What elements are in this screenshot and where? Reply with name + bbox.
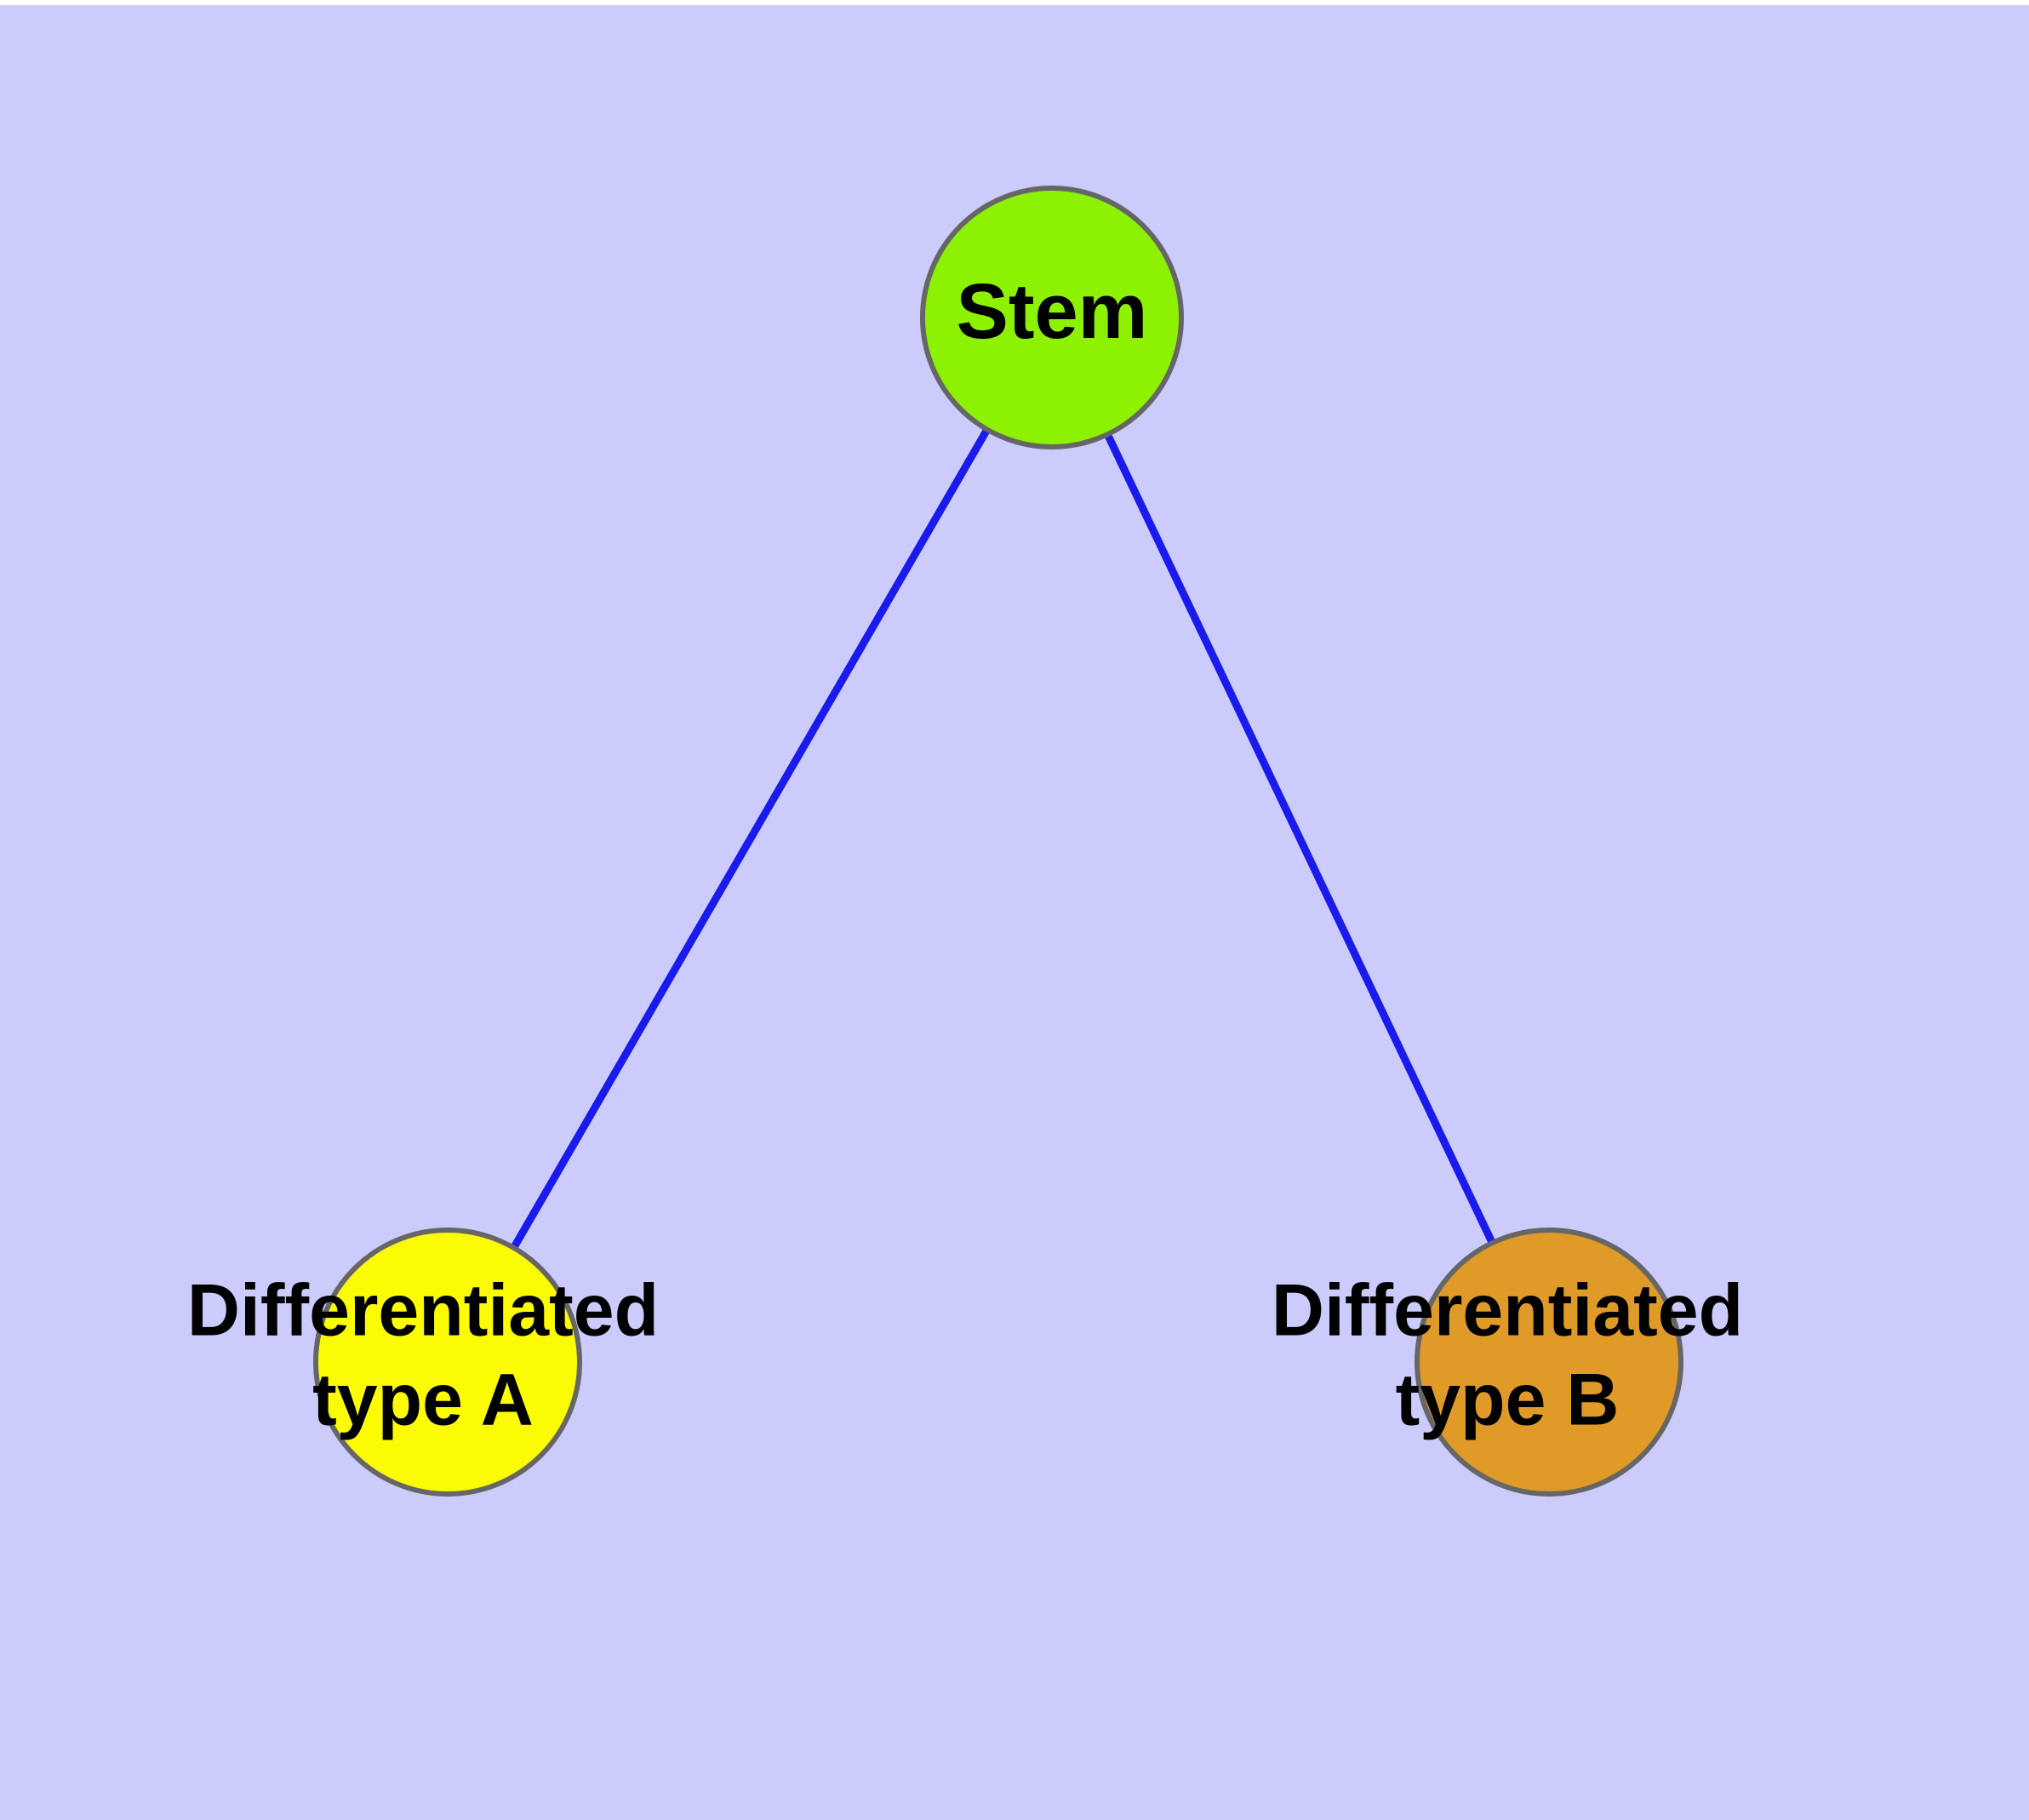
node-label-line: type B [1396,1359,1620,1440]
node-circle-stem[interactable] [920,186,1184,449]
node-stem[interactable] [920,186,1184,449]
node-circle-type-a[interactable] [313,1228,582,1497]
node-differentiated-type-a[interactable] [313,1228,582,1497]
node-label-line: Differentiated [187,1269,659,1351]
node-label-line: Differentiated [1272,1269,1743,1351]
edge-layer [508,424,1498,1253]
edge-stem-to-type-a[interactable] [508,424,992,1253]
node-layer [313,186,1683,1497]
node-label-stem: Stem [957,268,1148,355]
edge-stem-to-type-b[interactable] [1102,429,1498,1248]
node-label-line: type A [312,1359,534,1440]
node-circle-type-b[interactable] [1415,1228,1683,1497]
node-label-line: Stem [957,268,1148,355]
node-differentiated-type-b[interactable] [1415,1228,1683,1497]
